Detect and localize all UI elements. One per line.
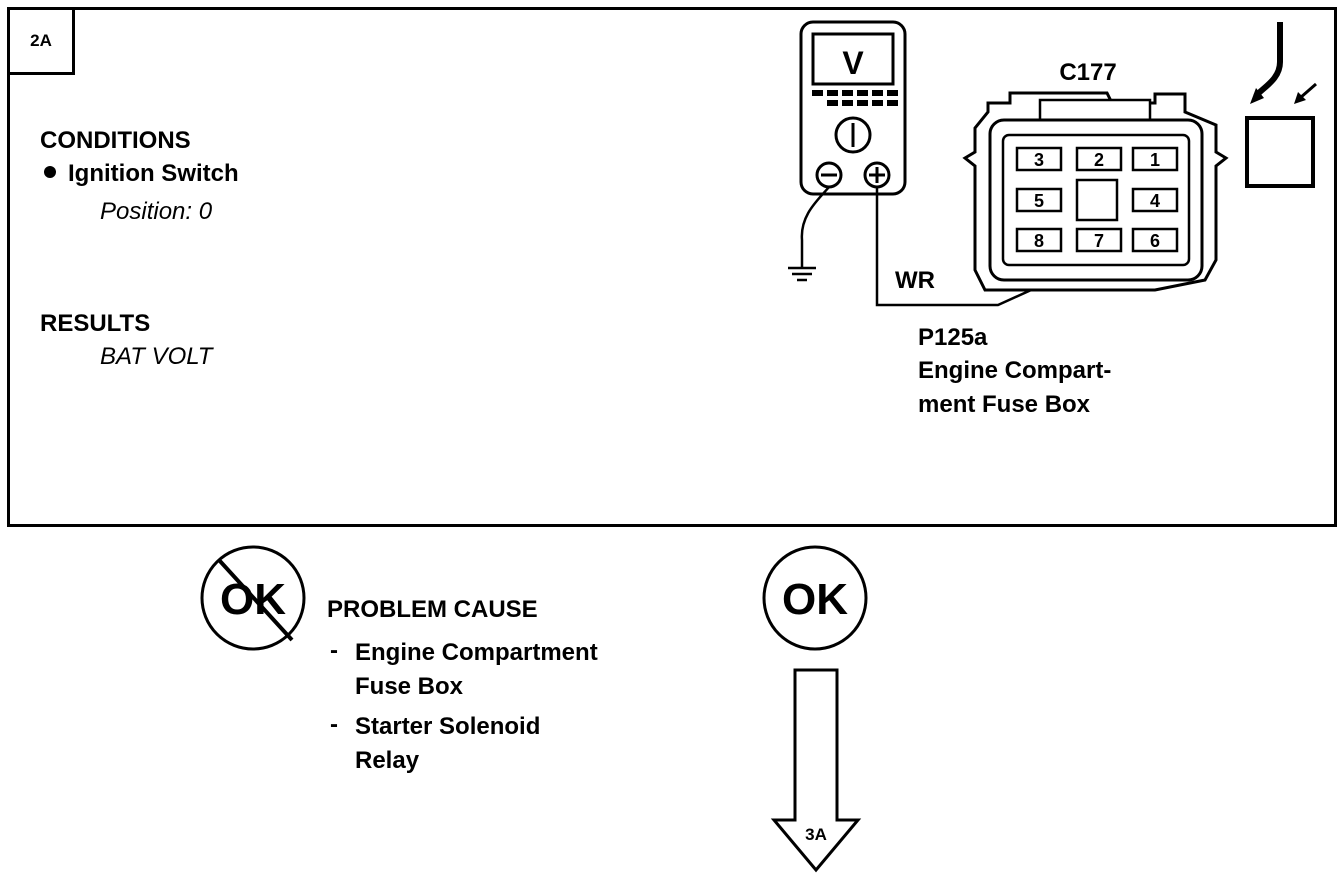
- pin-label: 2: [1094, 150, 1104, 170]
- results-heading: RESULTS: [40, 310, 151, 337]
- dash-bullet: -: [330, 637, 338, 664]
- problem-cause-line1: Engine Compartment: [355, 639, 598, 666]
- connector-view-icon: [1245, 22, 1317, 188]
- multimeter-icon: V: [799, 20, 907, 196]
- connector-c177: 3 2 1 5 4 8 7 6: [962, 91, 1229, 292]
- problem-cause-line2: Fuse Box: [355, 673, 464, 700]
- pin-label: 1: [1150, 150, 1160, 170]
- pin-label: 6: [1150, 231, 1160, 251]
- problem-cause-line2: Relay: [355, 747, 420, 774]
- bullet-icon: [44, 166, 56, 178]
- conditions-heading: CONDITIONS: [40, 127, 191, 154]
- condition-item-detail: Position: 0: [100, 198, 213, 225]
- problem-heading: PROBLEM CAUSE: [327, 596, 538, 623]
- step-number: 2A: [30, 31, 52, 50]
- connector-name: C177: [1059, 59, 1116, 86]
- not-ok-icon: OK: [200, 545, 306, 651]
- pin-label: 3: [1034, 150, 1044, 170]
- component-id: P125a: [918, 324, 988, 351]
- condition-item-label: Ignition Switch: [68, 160, 239, 187]
- ground-icon: [788, 186, 830, 282]
- meter-display: V: [842, 45, 864, 81]
- next-step-arrow-icon: 3A: [770, 668, 862, 873]
- problem-cause-line1: Starter Solenoid: [355, 713, 541, 740]
- next-step-label: 3A: [805, 825, 827, 844]
- pin-label: 7: [1094, 231, 1104, 251]
- results-value: BAT VOLT: [100, 343, 213, 370]
- pin-label: 5: [1034, 191, 1044, 211]
- pin-label: 4: [1150, 191, 1160, 211]
- step-number-box: 2A: [7, 7, 75, 75]
- pin-label: 8: [1034, 231, 1044, 251]
- wire-color-label: WR: [895, 267, 935, 294]
- dash-bullet: -: [330, 711, 338, 738]
- ok-label: OK: [782, 575, 848, 624]
- ok-icon: OK: [762, 545, 868, 651]
- component-name-line2: ment Fuse Box: [918, 391, 1091, 418]
- test-panel: [7, 7, 1337, 527]
- component-name-line1: Engine Compart-: [918, 357, 1112, 384]
